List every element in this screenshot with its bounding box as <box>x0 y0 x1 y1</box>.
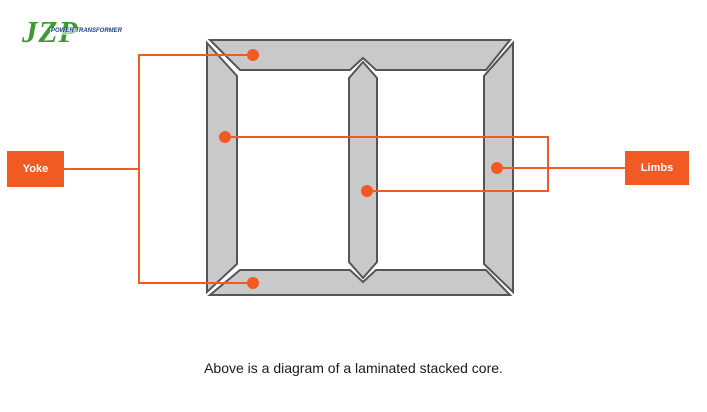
logo-subtitle: POWER TRANSFORMER <box>50 28 123 35</box>
brand-logo: JZP POWER TRANSFORMER <box>22 16 123 56</box>
limbs-leader <box>225 136 549 192</box>
dot-top-yoke <box>247 49 259 61</box>
center-limb <box>348 60 378 280</box>
bottom-yoke <box>207 269 513 296</box>
left-limb <box>206 40 238 295</box>
dot-center-limb <box>361 185 373 197</box>
pointer-dots <box>219 49 503 289</box>
core-laminations <box>206 39 514 296</box>
dot-bottom-yoke <box>247 277 259 289</box>
dot-left-limb <box>219 131 231 143</box>
yoke-leader <box>64 54 253 170</box>
limbs-label: Limbs <box>625 151 689 185</box>
yoke-leader-bottom <box>138 169 253 284</box>
dot-right-limb <box>491 162 503 174</box>
diagram-caption: Above is a diagram of a laminated stacke… <box>204 360 503 376</box>
leader-lines <box>64 54 625 284</box>
yoke-label: Yoke <box>7 151 64 187</box>
top-yoke <box>207 39 513 71</box>
